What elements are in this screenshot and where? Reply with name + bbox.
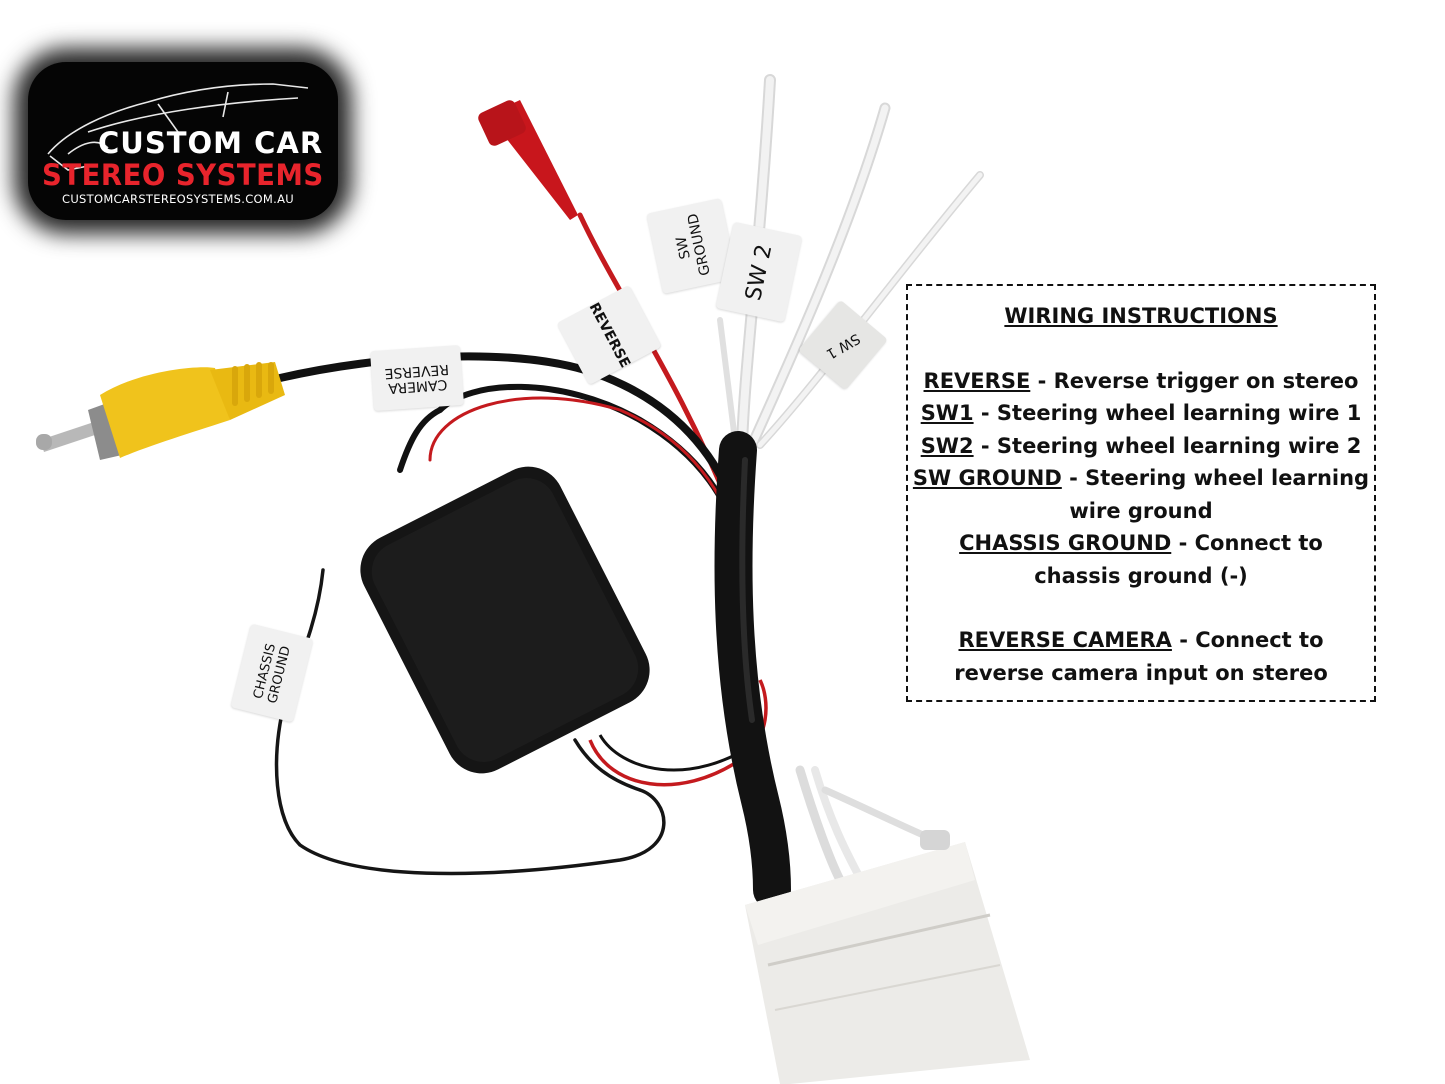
instruction-reverse-camera: REVERSE CAMERA - Connect to (908, 624, 1374, 657)
instruction-chassis-ground-cont: chassis ground (-) (1034, 563, 1248, 588)
instruction-key: REVERSE CAMERA (958, 628, 1172, 652)
instruction-key: SW1 (920, 401, 974, 425)
car-silhouette-icon (47, 83, 309, 171)
instructions-title: WIRING INSTRUCTIONS (1004, 304, 1278, 328)
instruction-desc: - Connect to (1171, 531, 1323, 555)
sw2-tag-text: SW 2 (740, 241, 778, 303)
white-connector (745, 830, 1030, 1084)
instruction-desc: - Steering wheel learning (1061, 466, 1370, 490)
brand-logo: CUSTOM CAR STEREO SYSTEMS CUSTOMCARSTERE… (28, 62, 338, 220)
instruction-desc: - Steering wheel learning wire 2 (973, 433, 1362, 458)
red-bullet-connector (478, 100, 578, 220)
reverse-camera-tag-text-1: REVERSE (383, 360, 450, 382)
logo-background (28, 62, 338, 220)
rca-plug (36, 362, 285, 460)
instruction-key: CHASSIS GROUND (959, 531, 1172, 555)
filter-module (360, 466, 650, 774)
logo-text-stereo-systems: STEREO SYSTEMS (42, 158, 324, 192)
reverse-tag-text: REVERSE (585, 299, 634, 370)
instruction-key: REVERSE (923, 368, 1031, 393)
instruction-sw2: SW2 - Steering wheel learning wire 2 (908, 430, 1374, 463)
logo-url: CUSTOMCARSTEREOSYSTEMS.COM.AU (62, 192, 294, 206)
taped-bundle (714, 431, 791, 909)
instruction-sw-ground-cont: wire ground (1069, 498, 1213, 523)
instruction-desc: - Connect to (1171, 628, 1324, 652)
instruction-sw1: SW1 - Steering wheel learning wire 1 (908, 397, 1374, 430)
wiring-instructions-box: WIRING INSTRUCTIONS REVERSE - Reverse tr… (906, 284, 1376, 702)
instruction-sw-ground: SW GROUND - Steering wheel learning (908, 462, 1374, 495)
instruction-reverse: REVERSE - Reverse trigger on stereo (908, 365, 1374, 398)
reverse-camera-wire-tag: CAMERA REVERSE (370, 344, 464, 412)
logo-text-custom-car: CUSTOM CAR (98, 126, 324, 160)
sw1-tag-text: SW 1 (823, 329, 863, 362)
instruction-key: SW GROUND (912, 466, 1062, 490)
instruction-desc: - Steering wheel learning wire 1 (973, 401, 1362, 425)
instruction-reverse-camera-cont: reverse camera input on stereo (954, 660, 1328, 685)
instruction-chassis-ground: CHASSIS GROUND - Connect to (908, 527, 1374, 560)
instruction-desc: - Reverse trigger on stereo (1030, 368, 1359, 393)
instruction-key: SW2 (920, 433, 974, 458)
